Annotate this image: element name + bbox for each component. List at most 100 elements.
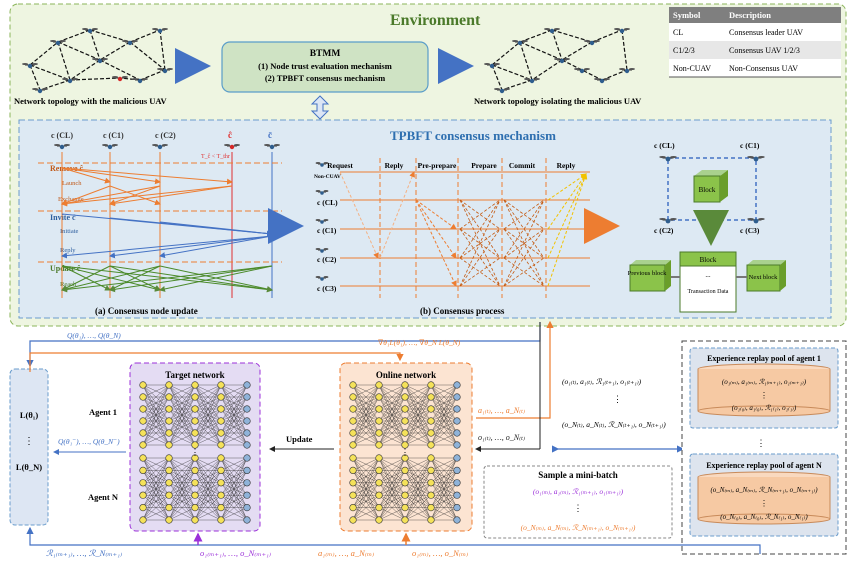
- nn-neuron: [375, 491, 383, 499]
- prepare-message: [459, 228, 501, 287]
- nn-edge: [220, 384, 248, 434]
- nn-edge: [194, 507, 222, 521]
- q-online-arrow: [26, 322, 541, 368]
- prepare-message: [459, 228, 501, 287]
- phase-reply: Reply: [60, 247, 76, 254]
- nn-edge: [378, 384, 406, 398]
- nn-dots: ⋮: [191, 447, 200, 457]
- drone-icon: [594, 78, 610, 84]
- bottom-rewards-label: ℛ₁₍ₘ₊₁₎, …, ℛ_N₍ₘ₊₁₎: [46, 548, 122, 558]
- nn-neuron: [139, 491, 147, 499]
- transition-dots: ⋮: [613, 394, 622, 404]
- legend-header-description: Description: [729, 10, 771, 20]
- nn-neuron: [401, 504, 409, 512]
- update-message: [159, 265, 273, 292]
- node-update-col-label: c (C2): [155, 131, 176, 140]
- nn-neuron: [453, 417, 461, 425]
- nn-neuron: [243, 466, 251, 475]
- previous-block-label: Previous block: [628, 270, 668, 277]
- topology-link: [69, 77, 121, 81]
- invite-message: [61, 235, 273, 259]
- nn-edge: [220, 384, 248, 398]
- request-message: [339, 171, 379, 259]
- mini-batch-title: Sample a mini-batch: [538, 470, 618, 480]
- nn-neuron: [349, 516, 357, 524]
- nn-neuron: [139, 381, 147, 389]
- nn-edge: [142, 482, 170, 521]
- nn-edge: [142, 396, 170, 446]
- nn-edge: [194, 384, 222, 434]
- drone-icon: [544, 28, 560, 34]
- legend-row-description: Consensus leader UAV: [729, 28, 803, 37]
- phase-launch: Launch: [62, 180, 82, 187]
- topology-link: [491, 64, 533, 81]
- chain-node-label: c (C1): [740, 141, 760, 150]
- drone-icon: [747, 156, 765, 162]
- topology-link: [491, 41, 521, 66]
- commit-message: [503, 257, 545, 287]
- drone-icon: [315, 276, 329, 281]
- nn-edge: [404, 470, 432, 521]
- nn-neuron: [243, 491, 251, 499]
- process-row-label: c (C2): [317, 255, 337, 264]
- replay-n-title: Experience replay pool of agent N: [706, 461, 822, 470]
- topology-link: [57, 41, 101, 61]
- topology-link: [591, 29, 623, 43]
- nn-edge: [168, 457, 196, 471]
- topology-link: [69, 59, 101, 81]
- final-reply-message: [547, 173, 587, 259]
- q-target-label: Q(θ₁⁻), …, Q(θ_N⁻): [58, 437, 120, 446]
- topology-link: [57, 41, 71, 81]
- replay-1-title: Experience replay pool of agent 1: [707, 354, 821, 363]
- nn-edge: [168, 384, 196, 398]
- nn-edge: [168, 432, 196, 446]
- nn-neuron: [375, 381, 383, 389]
- nn-neuron: [217, 381, 225, 389]
- nn-edge: [430, 482, 458, 521]
- nn-neuron: [217, 405, 225, 413]
- nn-edge: [430, 384, 458, 410]
- drone-icon: [574, 68, 590, 74]
- topology-link: [531, 59, 563, 81]
- nn-edge: [194, 384, 222, 422]
- update-message: [61, 265, 111, 291]
- nn-edge: [404, 457, 432, 508]
- gradient-arrow: [29, 352, 404, 372]
- update-message: [61, 265, 273, 293]
- remove-message: [109, 185, 161, 206]
- bottom-next-obs-label: o₁₍ₘ₊₁₎, …, o_N₍ₘ₊₁₎: [200, 548, 271, 558]
- nn-edge: [220, 457, 248, 483]
- nn-neuron: [139, 504, 147, 512]
- nn-neuron: [243, 417, 251, 425]
- nn-neuron: [165, 381, 173, 389]
- tpbft-title: TPBFT consensus mechanism: [390, 128, 556, 143]
- nn-edge: [142, 457, 170, 496]
- nn-edge: [220, 457, 248, 496]
- process-phase-preprepare: Pre-prepare: [418, 161, 457, 170]
- nn-edge: [168, 470, 196, 521]
- nn-edge: [142, 457, 170, 483]
- chain-block-label: Block: [700, 256, 717, 264]
- nn-neuron: [191, 393, 199, 401]
- nn-neuron: [191, 479, 199, 487]
- nn-neuron: [427, 381, 435, 389]
- drone-icon: [554, 58, 570, 64]
- process-phase-request: Request: [327, 161, 353, 170]
- nn-neuron: [243, 441, 251, 449]
- drone-icon: [315, 162, 329, 167]
- drone-icon: [102, 144, 118, 150]
- commit-message: [503, 199, 545, 230]
- nn-edge: [430, 396, 458, 446]
- drone-icon: [132, 78, 148, 84]
- btmm-box: [221, 41, 429, 93]
- nn-edge: [378, 457, 406, 471]
- phase-update: Update ĉ: [50, 264, 81, 273]
- nn-edge: [220, 470, 248, 521]
- nn-edge: [404, 384, 432, 422]
- topology-left-caption: Network topology with the malicious UAV: [14, 96, 167, 106]
- nn-edge: [194, 396, 222, 446]
- nn-edge: [220, 457, 248, 508]
- nn-neuron: [349, 454, 357, 462]
- nn-edge: [194, 384, 222, 398]
- nn-edge: [194, 420, 222, 446]
